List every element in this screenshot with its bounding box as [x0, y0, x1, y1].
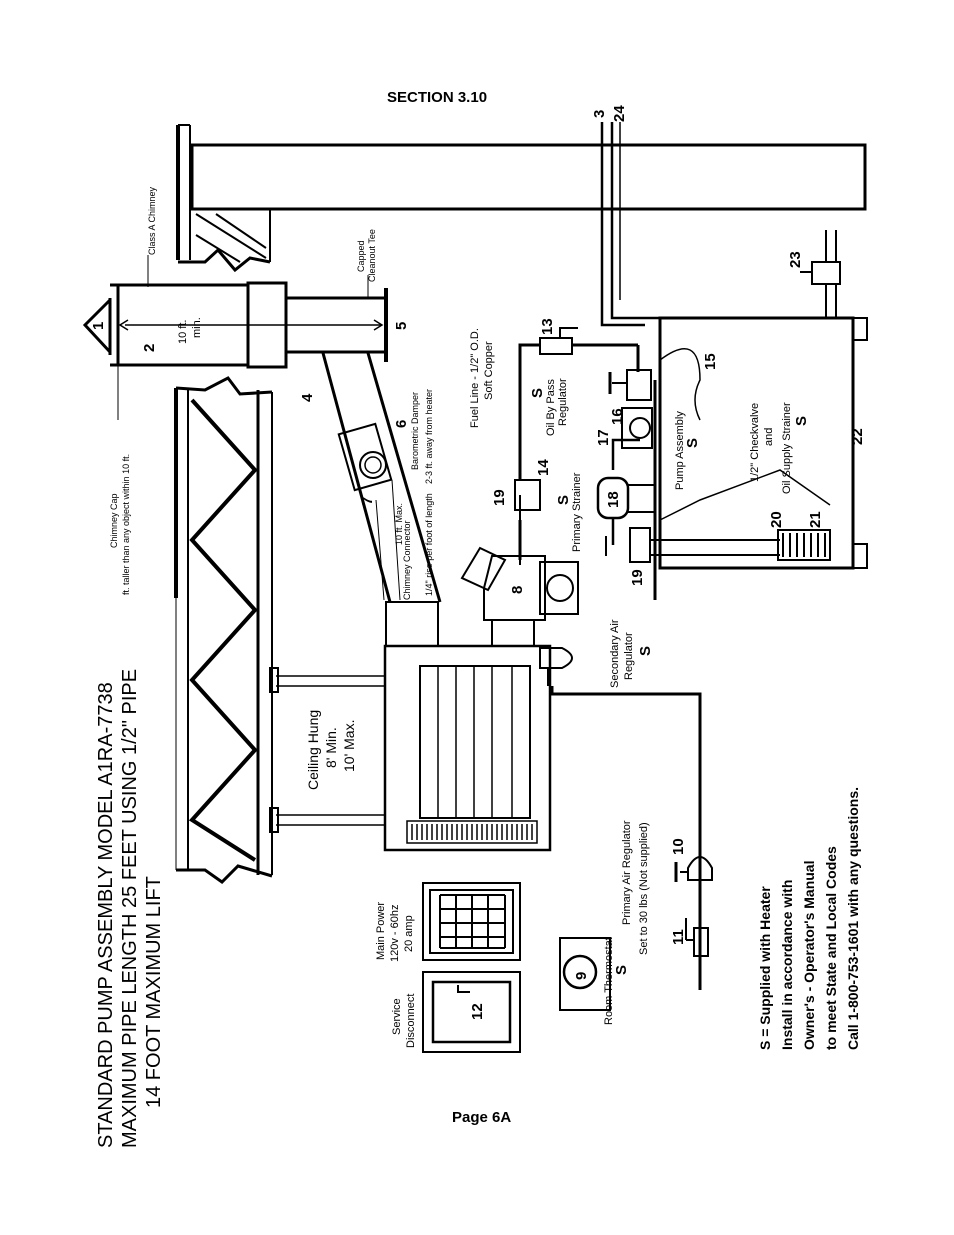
supplied-checkvalve: S [793, 416, 810, 426]
label-service: Service [391, 998, 403, 1035]
callouts: 1 2 3 4 5 6 7 8 9 10 11 12 13 14 15 16 1… [90, 105, 866, 1020]
fuel-line [514, 327, 831, 600]
label-ten-ft-max: 10 ft. Max. [394, 503, 404, 545]
label-room-thermostat: Room Thermostat [603, 937, 615, 1025]
label-oil-supply-strainer: Oil Supply Strainer [781, 402, 793, 494]
callout-18: 18 [605, 491, 622, 508]
label-soft-copper: Soft Copper [483, 341, 495, 400]
electrical-panels [422, 882, 611, 1053]
heater-unit [269, 546, 579, 852]
label-oil-bypass: Oil By Pass [545, 379, 557, 436]
label-pump-assembly: Pump Assembly [674, 411, 686, 490]
class-a-chimney [116, 255, 388, 420]
chimney-connector [321, 352, 442, 603]
label-main-power: Main Power [375, 902, 387, 960]
title-line-2: MAXIMUM PIPE LENGTH 25 FEET USING 1/2" P… [119, 669, 141, 1148]
supplied-oil-bypass: S [529, 388, 546, 398]
callout-12: 12 [469, 1003, 486, 1020]
callout-15: 15 [702, 353, 719, 370]
callout-1: 1 [90, 322, 107, 330]
label-and: and [763, 428, 775, 446]
air-line [550, 686, 713, 990]
callout-11: 11 [670, 929, 687, 945]
callout-14: 14 [535, 459, 552, 476]
note-line-5: Call 1-800-753-1601 with any questions. [845, 787, 861, 1050]
label-fuel-line: Fuel Line - 1/2" O.D. [469, 328, 481, 428]
callout-24: 24 [611, 105, 628, 122]
callout-7: 7 [359, 497, 376, 505]
label-secondary-air-regulator: Regulator [623, 632, 635, 680]
callout-17: 17 [595, 429, 612, 446]
roof-structure [176, 124, 867, 273]
label-primary-air-setting: Set to 30 lbs (Not supplied) [638, 822, 650, 955]
tank-and-vents [600, 122, 868, 570]
label-chimney-connector: Chimney Connector [402, 520, 412, 600]
callout-20: 20 [768, 511, 785, 528]
section-title: SECTION 3.10 [387, 89, 488, 106]
supplied-secondary-air: S [637, 646, 654, 656]
callout-22: 22 [849, 428, 866, 445]
supplied-thermostat: S [613, 965, 630, 975]
label-min: min. [191, 317, 203, 338]
supplied-pump: S [684, 438, 701, 448]
installation-notes: S = Supplied with Heater Install in acco… [757, 787, 861, 1050]
callout-21: 21 [807, 511, 824, 528]
label-voltage: 120v - 60hz [389, 905, 401, 962]
callout-9: 9 [573, 972, 590, 980]
supplied-strainer: S [555, 495, 572, 505]
label-capped: Capped [356, 240, 366, 272]
callout-4: 4 [299, 393, 316, 402]
label-amperage: 20 amp [403, 915, 415, 952]
label-primary-strainer: Primary Strainer [571, 472, 583, 552]
callout-2: 2 [141, 344, 158, 352]
label-quarter-rise: 1/4" rise per foot of length [424, 493, 434, 596]
callout-16: 16 [609, 408, 626, 425]
callout-23: 23 [787, 251, 804, 268]
ceiling-truss [174, 376, 273, 884]
label-chimney-cap: Chimney Cap [109, 493, 119, 548]
title-line-3: 14 FOOT MAXIMUM LIFT [143, 876, 165, 1108]
label-class-a-chimney: Class A Chimney [147, 186, 157, 255]
label-ten-ft: 10 ft. [177, 320, 189, 344]
label-ceiling-max: 10' Max. [341, 720, 357, 772]
callout-8: 8 [509, 586, 526, 594]
label-ceiling-hung: Ceiling Hung [305, 710, 321, 790]
label-damper-distance: 2-3 ft. away from heater [424, 389, 434, 484]
page-number: Page 6A [452, 1109, 512, 1126]
callout-19b: 19 [629, 569, 646, 586]
callout-13: 13 [539, 318, 556, 335]
label-chimney-cap-note: ft. taller than any object within 10 ft. [121, 454, 131, 595]
callout-19a: 19 [491, 489, 508, 506]
callout-3: 3 [591, 110, 608, 118]
label-ceiling-min: 8' Min. [323, 727, 339, 768]
note-line-2: Install in accordance with [779, 880, 795, 1050]
diagram-title: STANDARD PUMP ASSEMBLY MODEL A1RA-7738 M… [95, 669, 165, 1148]
callout-6: 6 [393, 420, 410, 428]
note-legend: S = Supplied with Heater [757, 886, 773, 1050]
label-checkvalve: 1/2" Checkvalve [749, 403, 761, 482]
label-secondary-air: Secondary Air [609, 619, 621, 688]
label-disconnect: Disconnect [405, 994, 417, 1048]
label-barometric-damper: Barometric Damper [410, 392, 420, 470]
callout-5: 5 [393, 322, 410, 330]
label-cleanout-tee: Cleanout Tee [367, 229, 377, 282]
label-regulator: Regulator [557, 378, 569, 426]
note-line-4: to meet State and Local Codes [823, 846, 839, 1050]
callout-10: 10 [670, 838, 687, 855]
component-labels: Class A Chimney Capped Cleanout Tee 10 f… [109, 186, 810, 1048]
label-primary-air: Primary Air Regulator [621, 820, 633, 925]
title-line-1: STANDARD PUMP ASSEMBLY MODEL A1RA-7738 [95, 682, 117, 1148]
note-line-3: Owner's - Operator's Manual [801, 861, 817, 1050]
